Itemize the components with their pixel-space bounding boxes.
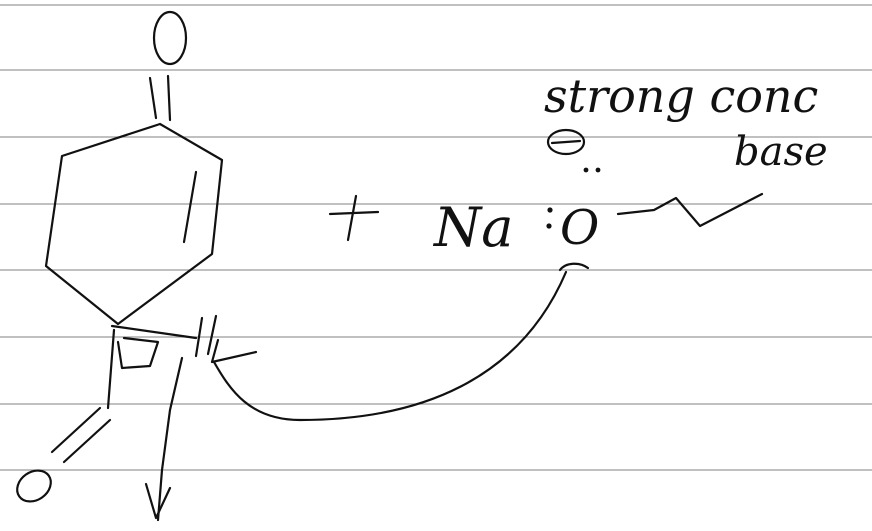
continuation-bond xyxy=(156,356,184,522)
ring-double-bond xyxy=(182,170,198,244)
ketone-oxygen-circle xyxy=(152,10,188,66)
sodium-label: Na xyxy=(432,196,513,259)
lone-pair-dot xyxy=(595,167,601,173)
ring-bonds xyxy=(44,122,224,326)
ruled-lines xyxy=(0,4,872,471)
curved-arrow-head xyxy=(210,338,258,364)
ethyl-chain xyxy=(616,192,764,228)
annotation-base: base xyxy=(734,129,828,175)
lone-pair-dot xyxy=(547,207,553,213)
continuation-arrowhead xyxy=(144,482,172,520)
curved-arrow xyxy=(212,270,568,422)
negative-charge-minus xyxy=(550,139,582,145)
oxygen-label: O xyxy=(560,200,599,256)
annotation: strong conc base xyxy=(544,69,828,175)
mechanism-arrow xyxy=(210,270,568,422)
cyclohexenone-ring xyxy=(44,10,224,326)
lone-pair-dot xyxy=(546,223,552,229)
plus-sign xyxy=(328,194,380,242)
sodium-alkoxide: Na O xyxy=(432,128,764,272)
ester-double-bond xyxy=(50,406,112,464)
ester-oxygen-circle xyxy=(16,469,52,503)
carbonyl-bond xyxy=(106,328,116,410)
lower-lone-pair xyxy=(558,262,590,272)
alpha-carbon-box xyxy=(116,336,160,370)
annotation-strong-conc: strong conc xyxy=(544,69,818,123)
ketone-double-bond xyxy=(148,74,172,122)
lone-pair-dot xyxy=(583,167,589,173)
negative-charge-circle xyxy=(546,128,586,156)
alpha-hydrogen-mark xyxy=(194,314,218,358)
alpha-carbon-bond xyxy=(110,324,198,340)
alpha-carbon-group xyxy=(16,314,218,522)
plus-vertical xyxy=(346,194,358,242)
